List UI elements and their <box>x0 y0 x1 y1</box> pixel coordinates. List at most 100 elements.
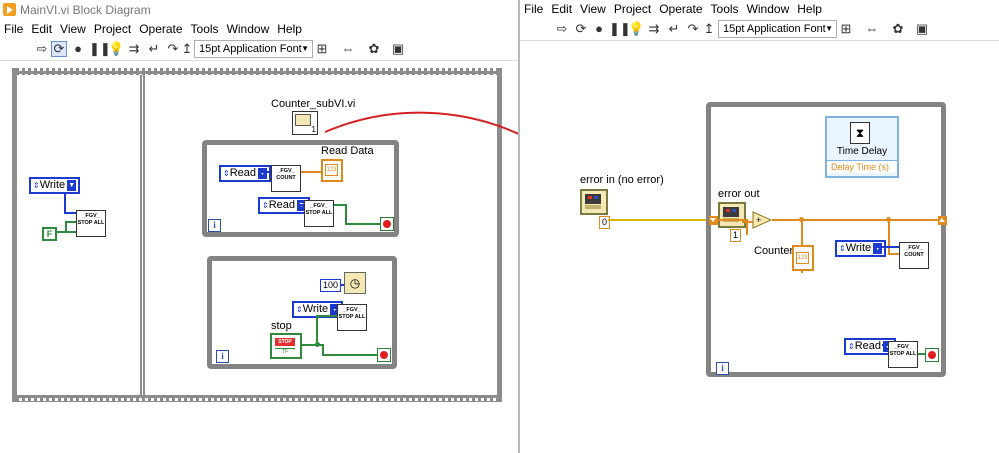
sequence-frame-1[interactable] <box>17 75 142 395</box>
stop-button-face: STOP <box>275 338 295 346</box>
menu-operate[interactable]: Operate <box>659 2 703 16</box>
counter-indicator[interactable]: 123 <box>792 245 814 271</box>
while-loop[interactable] <box>706 102 946 377</box>
retain-wire-values-icon[interactable]: ⇉ <box>648 21 660 36</box>
menu-window[interactable]: Window <box>746 2 790 16</box>
step-over-icon[interactable]: ↷ <box>687 21 699 36</box>
read-data-indicator[interactable]: 123 <box>321 159 343 182</box>
sequence-frame-2[interactable] <box>143 75 497 395</box>
block-diagram-canvas[interactable]: ⇕Write▼ F _FGV_ STOP ALL Counter_subVI.v… <box>0 61 518 453</box>
menu-edit[interactable]: Edit <box>551 2 573 16</box>
enum-wire <box>64 212 78 214</box>
menu-tools[interactable]: Tools <box>710 2 739 16</box>
font-selector[interactable]: 15pt Application Font▼ <box>718 20 837 38</box>
align-objects-icon[interactable]: ⊞ <box>840 21 852 36</box>
fgv-stop-all-subvi[interactable]: _FGV_ STOP ALL <box>76 210 106 237</box>
svg-text:+: + <box>756 215 761 225</box>
bool-wire <box>57 231 77 233</box>
add-function-icon[interactable]: + <box>752 211 772 229</box>
menu-project[interactable]: Project <box>613 2 652 16</box>
toolbar: ⇨ ⟳ ● ❚❚ 💡 ⇉ ↵ ↷ ↥ 15pt Application Font… <box>520 18 999 41</box>
while-loop-2[interactable] <box>207 256 397 369</box>
menu-operate[interactable]: Operate <box>139 22 183 36</box>
fgv-count-subvi[interactable]: _FGV_ COUNT <box>271 165 301 192</box>
hourglass-icon: ⧗ <box>850 122 870 144</box>
numeric-wire <box>746 219 748 235</box>
menu-window[interactable]: Window <box>226 22 270 36</box>
step-out-icon[interactable]: ↥ <box>181 41 193 56</box>
pause-icon[interactable]: ❚❚ <box>609 21 631 36</box>
loop-condition-terminal[interactable] <box>380 217 394 231</box>
one-constant[interactable]: 1 <box>730 229 742 242</box>
run-arrow-icon[interactable]: ⇨ <box>556 21 568 36</box>
enum-arrows-icon: ⇕ <box>296 305 303 314</box>
fgv-stop-all-subvi[interactable]: _FGV_ STOP ALL <box>304 200 334 227</box>
distribute-objects-icon[interactable]: ⇔ <box>865 21 879 36</box>
dropdown-icon: ▼ <box>883 341 892 352</box>
menu-view[interactable]: View <box>60 22 86 36</box>
menu-file[interactable]: File <box>4 22 24 36</box>
menu-project[interactable]: Project <box>93 22 132 36</box>
enum-wire <box>64 194 66 214</box>
abort-icon[interactable]: ● <box>595 21 603 36</box>
step-over-icon[interactable]: ↷ <box>167 41 179 56</box>
time-delay-express-vi[interactable]: ⧗ Time Delay Delay Time (s) <box>825 116 899 178</box>
menu-file[interactable]: File <box>524 2 544 16</box>
retain-wire-values-icon[interactable]: ⇉ <box>128 41 140 56</box>
shift-register-left[interactable] <box>709 216 718 225</box>
reorder-icon[interactable]: ✿ <box>368 41 380 56</box>
stop-label: stop <box>271 320 292 332</box>
menu-tools[interactable]: Tools <box>190 22 219 36</box>
delay-time-parameter[interactable]: Delay Time (s) <box>827 160 897 173</box>
error-in-control[interactable] <box>580 189 608 215</box>
error-out-indicator[interactable] <box>718 202 746 228</box>
menu-bar: File Edit View Project Operate Tools Window Hel… <box>520 0 999 18</box>
menu-help[interactable]: Help <box>797 2 822 16</box>
font-selector-value: 15pt Application Font <box>199 43 302 55</box>
step-into-icon[interactable]: ↵ <box>668 21 680 36</box>
fgv-count-subvi[interactable]: _FGV_ COUNT <box>899 242 929 269</box>
run-continuously-icon[interactable]: ⟳ <box>575 21 587 36</box>
block-diagram-canvas[interactable]: error in (no error) 0 ⧗ Time Delay Delay… <box>520 41 999 453</box>
shift-register-right[interactable] <box>938 216 947 225</box>
run-arrow-icon[interactable]: ⇨ <box>36 41 48 56</box>
dropdown-icon: ▼ <box>330 304 340 315</box>
while-loop-1[interactable] <box>202 140 399 237</box>
cleanup-diagram-icon[interactable]: ▣ <box>915 21 929 36</box>
numeric-wire <box>742 221 754 223</box>
run-continuously-icon[interactable]: ⟳ <box>51 41 67 57</box>
step-out-icon[interactable]: ↥ <box>703 21 715 36</box>
false-constant[interactable]: F <box>42 227 57 241</box>
fgv-stop-all-subvi[interactable]: _FGV_ STOP ALL <box>337 304 367 331</box>
enum-value: Write <box>845 242 872 254</box>
font-selector[interactable]: 15pt Application Font▼ <box>194 40 313 58</box>
fgv-stop-all-subvi[interactable]: _FGV_ STOP ALL <box>888 341 918 368</box>
reorder-icon[interactable]: ✿ <box>892 21 904 36</box>
loop-condition-terminal[interactable] <box>377 348 391 362</box>
wait-ms-constant[interactable]: 100 <box>320 279 342 292</box>
menu-bar: File Edit View Project Operate Tools Window Hel… <box>0 20 518 38</box>
write-enum-constant[interactable]: ⇕Write▼ <box>835 240 887 257</box>
highlight-execution-icon[interactable]: 💡 <box>108 41 125 56</box>
loop-condition-terminal[interactable] <box>925 348 939 362</box>
align-objects-icon[interactable]: ⊞ <box>316 41 328 56</box>
chevron-down-icon: ▼ <box>301 44 309 53</box>
cleanup-diagram-icon[interactable]: ▣ <box>391 41 405 56</box>
zero-constant[interactable]: 0 <box>599 216 611 229</box>
title-bar: MainVI.vi Block Diagram <box>0 0 518 20</box>
step-into-icon[interactable]: ↵ <box>148 41 160 56</box>
pause-icon[interactable]: ❚❚ <box>89 41 111 56</box>
abort-icon[interactable]: ● <box>74 41 82 56</box>
write-enum-constant[interactable]: ⇕Write▼ <box>29 177 81 194</box>
highlight-execution-icon[interactable]: 💡 <box>628 21 645 36</box>
counter-subvi-node[interactable]: 1 <box>292 111 318 135</box>
menu-edit[interactable]: Edit <box>31 22 53 36</box>
read-enum-constant[interactable]: ⇕Read▼ <box>219 165 271 182</box>
enum-wire <box>876 246 900 248</box>
distribute-objects-icon[interactable]: ⇔ <box>341 41 355 56</box>
counter-subvi-terminal: 1 <box>311 125 316 134</box>
wait-ms-clock-icon[interactable]: ◷ <box>344 272 366 294</box>
menu-help[interactable]: Help <box>277 22 302 36</box>
stop-button-terminal[interactable]: STOP TF <box>270 333 302 359</box>
menu-view[interactable]: View <box>580 2 606 16</box>
